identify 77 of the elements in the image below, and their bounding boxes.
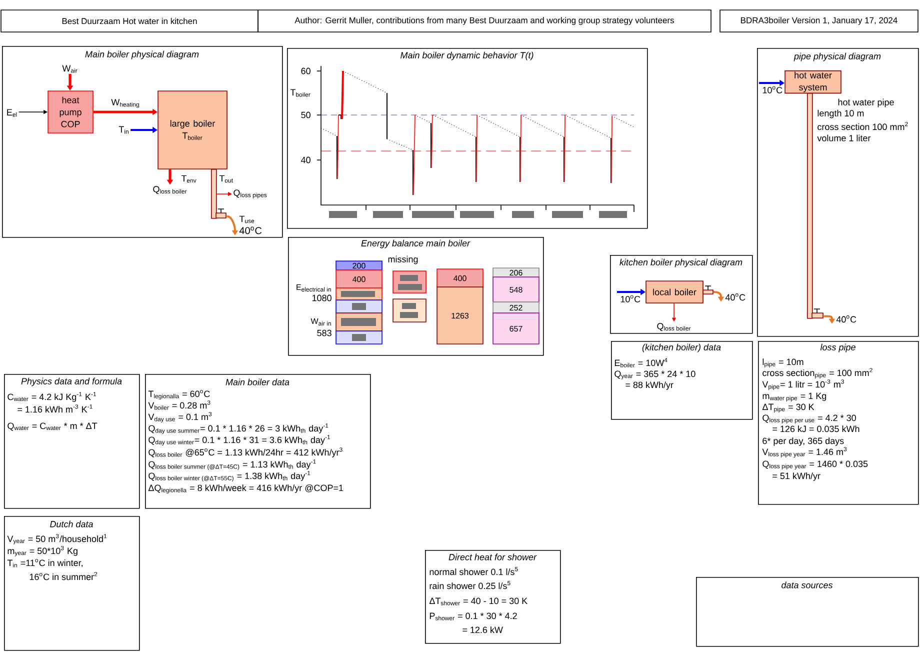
text-line: ΔT$_{shower}$ = 40 - 10 = 30 K bbox=[429, 598, 528, 606]
bar-segment: 400 bbox=[436, 268, 484, 288]
text-label: 40$^{o}$C bbox=[836, 315, 856, 323]
bar-segment: 657 bbox=[492, 312, 540, 344]
bar-segment: 548 bbox=[492, 276, 540, 302]
hatched-box bbox=[336, 300, 382, 314]
bar-segment: 206 bbox=[492, 268, 540, 278]
bar-segment: 252 bbox=[492, 302, 540, 314]
text-line: V$_{boiler}$ = 0.28 m$^{3}$ bbox=[148, 400, 210, 410]
text-line: V$_{year}$ = 50 m$^{3}$/household$^{1}$ bbox=[7, 534, 107, 544]
text-line: rain shower 0.25 l/s$^{5}$ bbox=[430, 581, 510, 590]
bar-segment: 400 bbox=[336, 270, 382, 288]
panel-title: data sources bbox=[782, 582, 833, 588]
text-label: 583 bbox=[317, 330, 332, 336]
hatched-box bbox=[392, 298, 426, 322]
header-cell: Author: Gerrit Muller, contributions from many Best Duurzaam and working group strategy volunteers bbox=[258, 10, 712, 32]
text-label: E$_{el}$ bbox=[7, 109, 17, 117]
text-label: 40$^{o}$C bbox=[725, 293, 746, 301]
tick-label: 60 bbox=[301, 68, 310, 74]
panel-title: Main boiler data bbox=[226, 378, 290, 386]
hatched-box bbox=[336, 312, 382, 332]
text-line: m$_{year}$ = 50*10$^{3}$ Kg bbox=[8, 546, 78, 556]
text-line: V$_{pipe}$= 1 litr = 10$^{-3}$ m$^{3}$ bbox=[762, 379, 844, 390]
text-label: 10$^{o}$C bbox=[762, 86, 782, 94]
text-label: 1080 bbox=[312, 294, 332, 302]
panel-title: Main boiler dynamic behavior T(t) bbox=[400, 52, 534, 60]
text-line: C$_{water}$ = 4.2 kJ Kg$^{-1}$ K$^{-1}$ bbox=[8, 392, 96, 402]
tick-label: 50 bbox=[301, 112, 310, 118]
text-label: T$_{use}$ 40$^{o}$C bbox=[239, 216, 262, 234]
text-line: = 1.16 kWh m$^{-3}$ K$^{-1}$ bbox=[18, 404, 92, 413]
hatched-box bbox=[336, 330, 382, 344]
text-line: = 126 kJ = 0.035 kWh bbox=[772, 425, 860, 432]
bar-segment: 1263 bbox=[436, 286, 484, 344]
note-text: hot water pipe bbox=[838, 98, 894, 108]
text-line: E$_{boiler}$ = 10W$^{4}$ bbox=[614, 358, 668, 368]
boiler-box: local boiler bbox=[646, 280, 704, 304]
text-line: = 88 kWh/yr bbox=[626, 381, 674, 390]
note-text: length 10 m bbox=[818, 110, 864, 118]
text-label: missing bbox=[388, 256, 418, 264]
text-line: = 12.6 kW bbox=[462, 626, 503, 634]
text-line: Q$_{water}$ = C$_{water}$ * m * ΔT bbox=[8, 422, 98, 431]
text-label: T$_{env}$ bbox=[181, 175, 196, 183]
panel-title: loss pipe bbox=[820, 344, 856, 352]
header-cell: BDRA3boiler Version 1, January 17, 2024 bbox=[720, 10, 918, 32]
panel-title: pipe physical diagram bbox=[794, 52, 881, 62]
text-line: 16$^{o}$C in summer$^{2}$ bbox=[30, 572, 98, 580]
hatched-box bbox=[336, 288, 382, 300]
text-line: P$_{shower}$ = 0.1 * 30 * 4.2 bbox=[430, 612, 517, 620]
hatched-box bbox=[392, 270, 426, 294]
text-label: T$_{out}$ bbox=[219, 175, 233, 183]
panel-title: Energy balance main boiler bbox=[361, 240, 470, 248]
tick-label: 40 bbox=[301, 156, 310, 164]
text-label: W$_{air}$ bbox=[62, 65, 78, 73]
panel-title: Main boiler physical diagram bbox=[85, 50, 199, 60]
text-line: normal shower 0.1 l/s$^{5}$ bbox=[430, 567, 518, 576]
panel-title: Direct heat for shower bbox=[448, 554, 537, 560]
bar-segment: 200 bbox=[336, 260, 382, 270]
note-text: volume 1 liter bbox=[817, 134, 871, 142]
text-line: = 51 kWh/yr bbox=[772, 472, 820, 481]
text-label: T$_{in}$ bbox=[118, 126, 128, 134]
panel-title: kitchen boiler physical diagram bbox=[620, 258, 742, 268]
edge-label: W$_{heating}$ bbox=[110, 98, 141, 109]
heat-pump-box: heat pump COP bbox=[48, 90, 94, 134]
text-line: cross section$_{pipe}$ = 100 mm$^{2}$ bbox=[762, 368, 872, 378]
header-cell: Best Duurzaam Hot water in kitchen bbox=[0, 10, 258, 32]
text-line: l$_{pipe}$ = 10m bbox=[762, 358, 804, 368]
text-label: 10$^{o}$C bbox=[620, 295, 640, 302]
boiler-box: large boiler T$_{boiler}$ bbox=[158, 90, 228, 170]
panel-title: Dutch data bbox=[50, 520, 93, 528]
panel-title: Physics data and formula bbox=[21, 378, 122, 386]
text-line: T$_{in}$ =11$^{o}$C in winter, bbox=[7, 558, 83, 568]
text-line: ΔT$_{pipe}$ = 30 K bbox=[762, 404, 814, 412]
text-line: Q$_{year}$ = 365 * 24 * 10 bbox=[614, 370, 696, 380]
text-line: 6* per day, 365 days bbox=[762, 437, 844, 446]
axis-label: T$_{boiler}$ bbox=[290, 89, 310, 97]
panel-title: (kitchen boiler) data bbox=[642, 344, 721, 352]
note-text: cross section 100 mm$^{2}$ bbox=[818, 122, 908, 130]
